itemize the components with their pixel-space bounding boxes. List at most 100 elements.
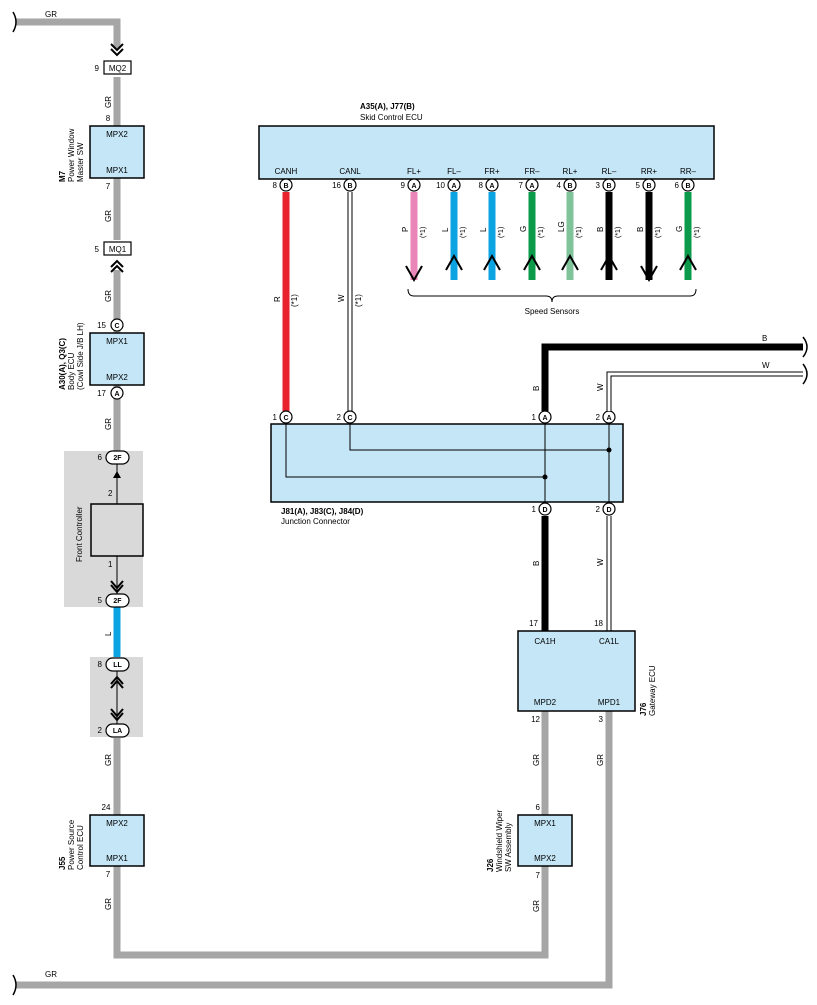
skid-pin-rr-plus: RR+B5 — [636, 167, 657, 192]
skid-pin-number: 6 — [675, 181, 680, 190]
junction-pin-conn: C — [347, 415, 352, 422]
junction-pin-circle — [279, 410, 293, 424]
skid-pin-rr-minus: RR– B6 — [675, 167, 697, 192]
skid-code: A35(A), J77(B) — [360, 102, 415, 111]
pw-name-line1: Power Window — [67, 128, 76, 182]
skid-pin-number: 16 — [332, 181, 341, 190]
sensor-wire: L(*1) — [441, 192, 467, 280]
gw-mpd2-number: 12 — [531, 715, 540, 724]
sensor-arrow-icon — [483, 253, 501, 271]
la-conn: LA — [113, 728, 122, 735]
skid-pin-circle — [447, 178, 461, 192]
sensor-wire-note: (*1) — [576, 227, 583, 238]
sensor-wire-color: P — [401, 227, 410, 232]
windshield-wiper-sw: MPX1 MPX2 6 7 J26 Windshield Wiper SW As… — [486, 803, 573, 880]
junction-bottom-pin: D1 — [532, 502, 552, 516]
junction-pin-circle — [343, 410, 357, 424]
speed-sensors-label: Speed Sensors — [525, 307, 580, 316]
ll-conn: LL — [113, 662, 122, 669]
gw-ca1h-label: CA1H — [534, 637, 556, 646]
mq1-label: MQ1 — [109, 245, 127, 254]
skid-pin-label: RR– — [680, 167, 697, 176]
fc-inner-top: 2 — [108, 489, 113, 498]
junction-top-pin: A2 — [596, 410, 616, 424]
gw-ca1h-number: 17 — [529, 619, 538, 628]
ps-pin-bottom-number: 7 — [106, 870, 111, 879]
skid-pin-circle — [563, 178, 577, 192]
pw-code: M7 — [58, 170, 67, 182]
skid-pin-circle — [485, 178, 499, 192]
junction-pin-circle — [602, 502, 616, 516]
sensor-wire: G(*1) — [519, 192, 545, 280]
skid-pin-label: CANH — [275, 167, 298, 176]
wiper-name-line2: SW Assembly — [504, 823, 513, 872]
skid-pin-conn: A — [411, 183, 416, 190]
sensor-wire: LG(*1) — [557, 192, 583, 280]
pw-pin-bottom-label-visible: MPX1 — [106, 166, 128, 175]
break-mark-bottom-left — [12, 974, 17, 996]
junction-b-wire — [541, 343, 805, 411]
canh-wire-note: (*1) — [290, 294, 299, 307]
gw-ca1l-label: CA1L — [599, 637, 620, 646]
gw-right-wire-label: GR — [596, 754, 605, 766]
junction-pin-number: 2 — [596, 413, 601, 422]
sensor-wire-note: (*1) — [615, 227, 622, 238]
skid-pin-conn: A — [489, 183, 494, 190]
junction-w-wire — [606, 371, 805, 411]
wiper-bottom-wire-label: GR — [532, 900, 541, 912]
junction-pin-conn: C — [283, 415, 288, 422]
canl-wire-color: W — [337, 294, 346, 302]
wire3-label: GR — [104, 290, 113, 302]
skid-pin-number: 8 — [273, 181, 278, 190]
power-window-master-sw: MPX2 MPX2 MPX1 8 7 M7 Power Window Maste… — [58, 114, 145, 191]
wire7-label: GR — [104, 898, 113, 910]
wire4-label: GR — [104, 418, 113, 430]
speed-sensors-brace — [407, 288, 697, 303]
fc-bottom-conn: 2F — [113, 598, 122, 605]
ll-number: 8 — [98, 660, 103, 669]
body-ecu: MPX1 MPX2 C 15 A 17 A30(A), Q3(C) Body E… — [58, 318, 145, 400]
sensor-wire-note: (*1) — [420, 227, 427, 238]
skid-pin-circle — [407, 178, 421, 192]
top-left-wire-label: GR — [45, 10, 57, 19]
gw-mpd2-label: MPD2 — [534, 698, 557, 707]
skid-pin-label: FL+ — [407, 167, 421, 176]
junction-top-pin: C1 — [273, 410, 293, 424]
sensor-wire-note: (*1) — [694, 227, 701, 238]
ext-w-label: W — [762, 361, 770, 370]
sensor-arrow-icon — [445, 253, 463, 271]
skid-pin-label: FR+ — [484, 167, 500, 176]
skid-pin-conn: B — [685, 183, 690, 190]
gw-code: J76 — [639, 702, 648, 716]
skid-pin-fl-plus: FL+A9 — [401, 167, 421, 192]
skid-pin-circle — [343, 178, 357, 192]
sensor-wire: L(*1) — [479, 192, 505, 280]
skid-pin-circle — [279, 178, 293, 192]
junction-top-pin: A1 — [532, 410, 552, 424]
gw-left-wire-label: GR — [532, 754, 541, 766]
skid-name: Skid Control ECU — [360, 113, 423, 122]
canl-wire-note: (*1) — [354, 294, 363, 307]
ps-name-line1: Power Source — [67, 819, 76, 870]
ps-name-line2: Control ECU — [76, 825, 85, 870]
skid-pin-rl-minus: RL–B3 — [596, 167, 617, 192]
junction-pin-number: 1 — [532, 505, 537, 514]
wire6-label: GR — [104, 754, 113, 766]
body-top-conn: C — [114, 323, 119, 330]
skid-pin-conn: B — [567, 183, 572, 190]
wiper-code: J26 — [486, 858, 495, 872]
wire1-label: GR — [104, 96, 113, 108]
gateway-ecu: CA1H CA1L MPD2 MPD1 17 18 12 3 J76 Gatew… — [517, 619, 657, 724]
wiper-mpx2-label: MPX2 — [534, 854, 556, 863]
wiper-mpx1-label: MPX1 — [534, 819, 556, 828]
sensor-wire-color: B — [636, 227, 645, 232]
break-mark-w — [802, 363, 808, 385]
body-name-line1: Body ECU — [67, 352, 76, 390]
sensor-wire: P (*1) — [401, 192, 427, 283]
skid-pin-circle — [525, 178, 539, 192]
skid-pin-circle — [642, 178, 656, 192]
skid-pin-circle — [602, 178, 616, 192]
wiper-mpx1-number: 6 — [536, 803, 541, 812]
